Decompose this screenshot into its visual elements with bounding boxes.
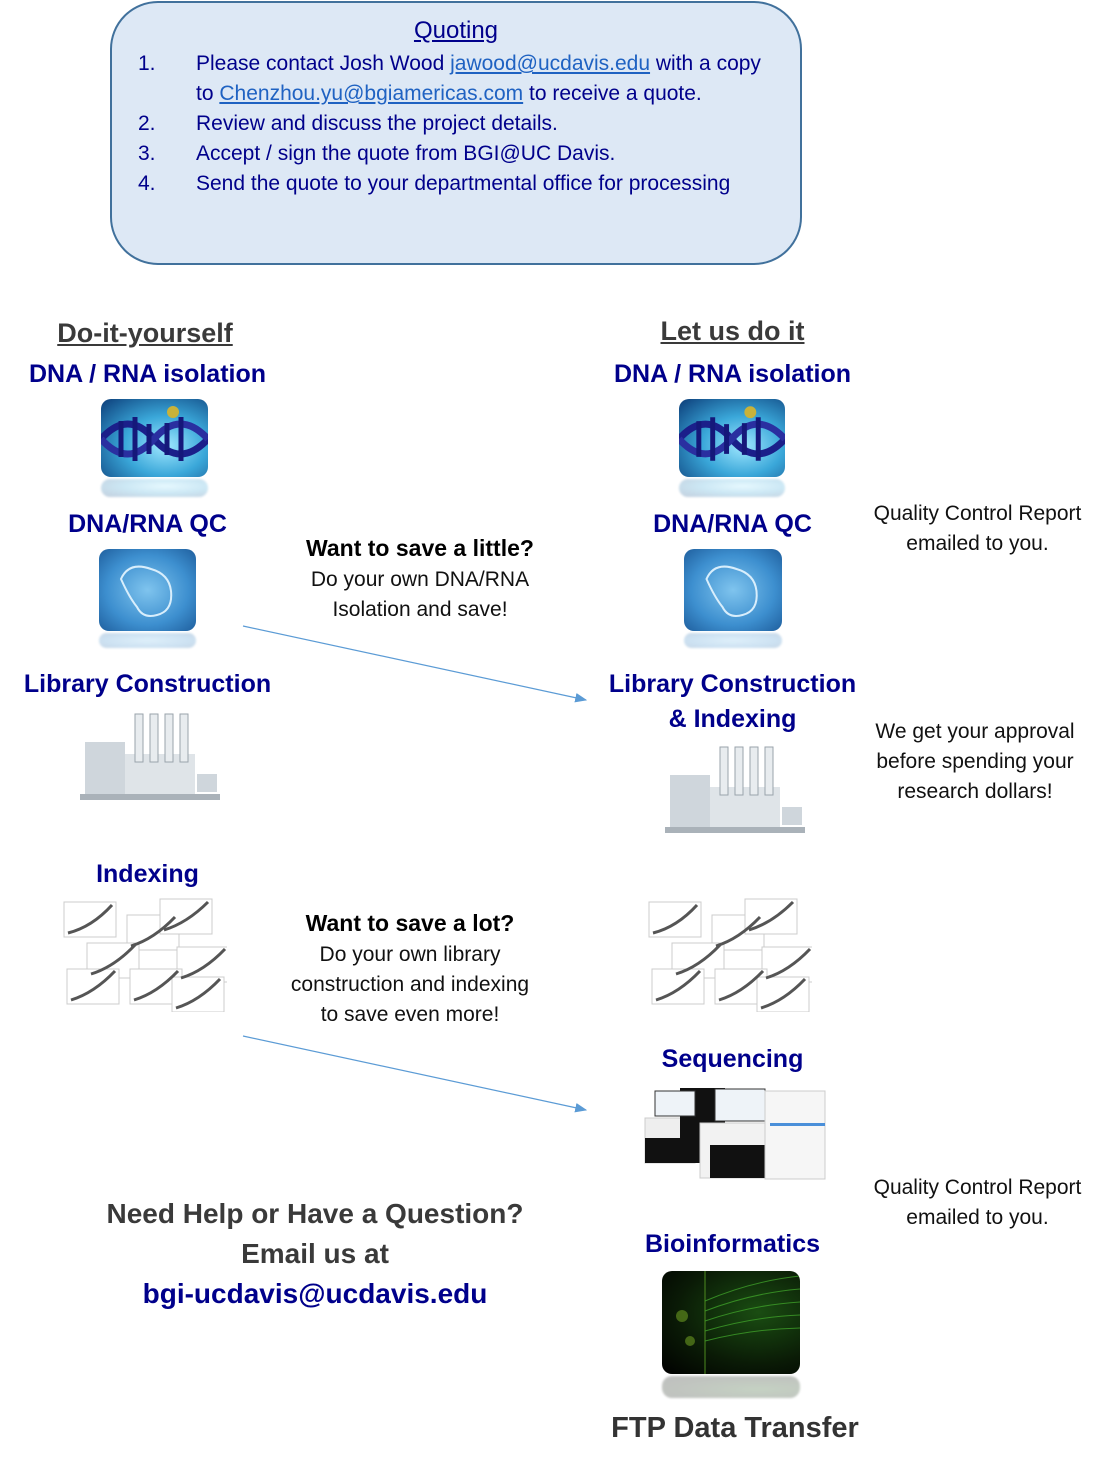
dna-helix-icon: [101, 399, 208, 477]
step-number: 2.: [138, 112, 156, 135]
step-number: 3.: [138, 142, 156, 165]
note-line: before spending your: [876, 750, 1074, 773]
note-line: Quality Control Report: [873, 1176, 1082, 1199]
step-number: 1.: [138, 52, 156, 75]
service-step-indexing: & Indexing: [668, 705, 797, 733]
step-text-part: with a copy to: [196, 52, 761, 105]
step-text-part: to receive a quote.: [523, 82, 702, 105]
help-email-link[interactable]: bgi-ucdavis@ucdavis.edu: [142, 1278, 488, 1309]
note-line: emailed to you.: [906, 1206, 1049, 1229]
step-text-part: Please contact Josh Wood: [196, 52, 451, 75]
quoting-title: Quoting: [413, 17, 499, 44]
diy-step-isolation: DNA / RNA isolation: [28, 360, 267, 388]
save-little-title: Want to save a little?: [306, 535, 534, 561]
quoting-step-3: 3. Accept / sign the quote from BGI@UC D…: [138, 139, 778, 169]
approval-note: We get your approval before spending you…: [855, 717, 1095, 807]
service-step-bioinformatics: Bioinformatics: [644, 1230, 821, 1258]
note-line: Do your own DNA/RNA: [310, 568, 530, 591]
diy-heading: Do-it-yourself: [57, 318, 233, 348]
service-step-sequencing: Sequencing: [661, 1045, 804, 1073]
quoting-step-2: 2. Review and discuss the project detail…: [138, 109, 778, 139]
arrow-save-lot: [242, 1035, 588, 1113]
note-line: We get your approval: [875, 720, 1075, 743]
bioinformatics-data-icon: [662, 1271, 800, 1374]
qc-report-note-1: Quality Control Report emailed to you.: [855, 499, 1100, 559]
indexing-dna-cards-icon: [62, 897, 230, 1013]
step-text: Accept / sign the quote from BGI@UC Davi…: [196, 142, 616, 165]
step-number: 4.: [138, 172, 156, 195]
note-line: Do your own library: [319, 943, 501, 966]
diy-step-indexing: Indexing: [96, 860, 199, 888]
service-step-isolation: DNA / RNA isolation: [613, 360, 852, 388]
email-link-chenzhou[interactable]: Chenzhou.yu@bgiamericas.com: [219, 82, 524, 105]
note-line: to save even more!: [320, 1003, 500, 1026]
ftp-data-transfer: FTP Data Transfer: [611, 1412, 859, 1444]
library-robot-icon: [75, 712, 225, 807]
step-text: Please contact Josh Wood jawood@ucdavis.…: [196, 49, 778, 109]
note-line: Isolation and save!: [332, 598, 508, 621]
service-step-qc: DNA/RNA QC: [653, 510, 812, 538]
qc-gel-icon: [684, 549, 782, 631]
quoting-box: Quoting 1. Please contact Josh Wood jawo…: [110, 1, 802, 265]
quoting-steps: 1. Please contact Josh Wood jawood@ucdav…: [138, 49, 778, 199]
service-heading: Let us do it: [660, 316, 805, 346]
diy-step-qc: DNA/RNA QC: [68, 510, 227, 538]
note-line: research dollars!: [897, 780, 1053, 803]
save-little-note: Want to save a little? Do your own DNA/R…: [255, 533, 585, 625]
sequencer-machine-icon: [640, 1083, 830, 1188]
note-line: Quality Control Report: [873, 502, 1082, 525]
quoting-step-4: 4. Send the quote to your departmental o…: [138, 169, 778, 199]
qc-gel-icon: [99, 549, 196, 631]
save-lot-title: Want to save a lot?: [305, 910, 515, 936]
step-text: Send the quote to your departmental offi…: [196, 172, 731, 195]
service-step-library: Library Construction: [608, 670, 857, 698]
step-text: Review and discuss the project details.: [196, 112, 558, 135]
help-line-1: Need Help or Have a Question?: [106, 1198, 524, 1229]
save-lot-note: Want to save a lot? Do your own library …: [245, 908, 575, 1030]
note-line: emailed to you.: [906, 532, 1049, 555]
qc-report-note-2: Quality Control Report emailed to you.: [855, 1173, 1100, 1233]
dna-helix-icon: [679, 399, 785, 477]
help-line-2: Email us at: [241, 1238, 389, 1269]
quoting-step-1: 1. Please contact Josh Wood jawood@ucdav…: [138, 49, 778, 109]
arrow-save-little: [242, 625, 588, 703]
email-link-jawood[interactable]: jawood@ucdavis.edu: [450, 52, 651, 75]
help-section: Need Help or Have a Question? Email us a…: [70, 1194, 560, 1314]
indexing-dna-cards-icon: [647, 897, 815, 1013]
library-robot-icon: [660, 745, 810, 840]
diy-step-library: Library Construction: [23, 670, 272, 698]
note-line: construction and indexing: [290, 973, 530, 996]
